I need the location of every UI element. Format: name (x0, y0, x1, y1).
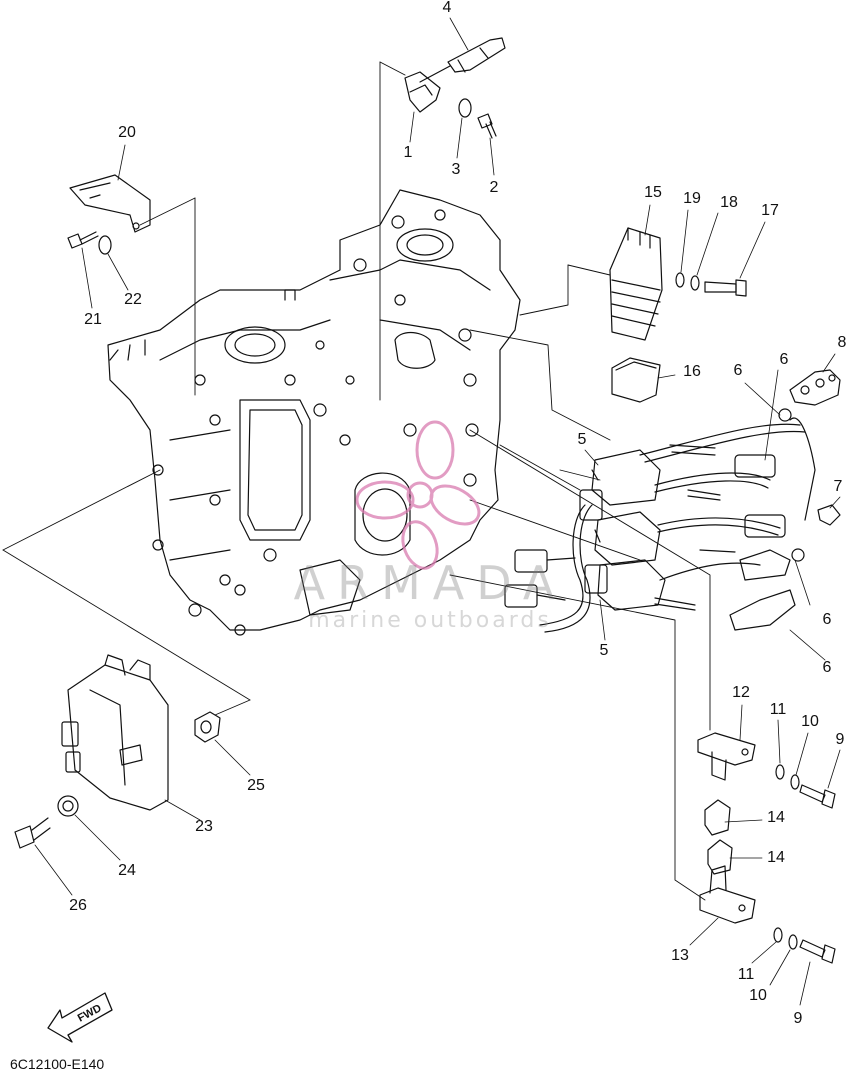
callout-10a: 10 (801, 713, 819, 730)
callout-14b: 14 (767, 849, 785, 866)
callout-9a: 9 (835, 731, 845, 748)
callout-23: 23 (195, 818, 213, 835)
part-22-washer (98, 235, 112, 255)
part-5-ignition-coils (579, 449, 666, 611)
callout-4: 4 (442, 0, 452, 16)
part-1-bracket (404, 71, 441, 113)
part-18-washer (690, 275, 700, 291)
part-21-bolt (67, 231, 99, 249)
callout-6c: 6 (822, 611, 832, 628)
callout-9b: 9 (793, 1010, 803, 1027)
callout-15: 15 (644, 184, 662, 201)
part-23-ecu (61, 654, 169, 811)
callout-6b: 6 (779, 351, 789, 368)
callout-3: 3 (451, 161, 461, 178)
callout-5a: 5 (577, 431, 587, 448)
part-7-clip (817, 504, 841, 526)
diagram-code: 6C12100-E140 (10, 1056, 105, 1072)
callout-19: 19 (683, 190, 701, 207)
callout-16: 16 (683, 363, 701, 380)
wire-harness (504, 504, 593, 633)
callout-26: 26 (69, 897, 87, 914)
callout-1: 1 (403, 144, 413, 161)
callout-25: 25 (247, 777, 265, 794)
part-11-washers (773, 764, 785, 943)
callout-12: 12 (732, 684, 750, 701)
callout-6a: 6 (733, 362, 743, 379)
callout-leaders (34, 17, 841, 1006)
part-24-grommet (57, 795, 79, 817)
callout-17: 17 (761, 202, 779, 219)
callout-21: 21 (84, 311, 102, 328)
part-3-washer (458, 98, 472, 118)
part-17-bolt (704, 279, 747, 297)
fwd-arrow (47, 992, 113, 1043)
callout-14a: 14 (767, 809, 785, 826)
part-8-holder (789, 369, 841, 406)
callout-11b: 11 (737, 966, 755, 983)
part-25-grommet (194, 711, 221, 743)
callout-13: 13 (671, 947, 689, 964)
watermark: ARMADA marine outboards (270, 560, 590, 632)
callout-8: 8 (837, 334, 847, 351)
callout-18: 18 (720, 194, 738, 211)
part-2-bolt (477, 113, 497, 139)
part-20-bracket (69, 174, 151, 233)
callout-11a: 11 (769, 701, 787, 718)
part-16-cover (611, 357, 661, 403)
callout-20: 20 (118, 124, 136, 141)
callout-5b: 5 (599, 642, 609, 659)
engine-block (107, 189, 521, 636)
callout-7: 7 (833, 478, 843, 495)
callout-22: 22 (124, 291, 142, 308)
callout-24: 24 (118, 862, 136, 879)
callout-10b: 10 (749, 987, 767, 1004)
callout-2: 2 (489, 179, 499, 196)
part-6-plug-caps (639, 408, 816, 631)
leader-lines (2, 61, 711, 901)
part-19-washer (675, 272, 685, 288)
part-10-washers (788, 774, 800, 950)
watermark-subtitle: marine outboards (308, 608, 552, 633)
callout-6d: 6 (822, 659, 832, 676)
part-13-bracket (699, 865, 756, 924)
fwd-label: FWD (76, 1002, 104, 1024)
part-12-bracket (697, 732, 756, 781)
part-4-sensor (419, 37, 506, 83)
watermark-title: ARMADA (293, 556, 567, 610)
part-15-rectifier (609, 227, 663, 341)
part-14-clamps (704, 799, 733, 875)
part-9-bolts (799, 784, 836, 964)
watermark-logo (355, 420, 481, 570)
spark-plugs (654, 444, 736, 611)
part-26-bolt (14, 817, 51, 849)
